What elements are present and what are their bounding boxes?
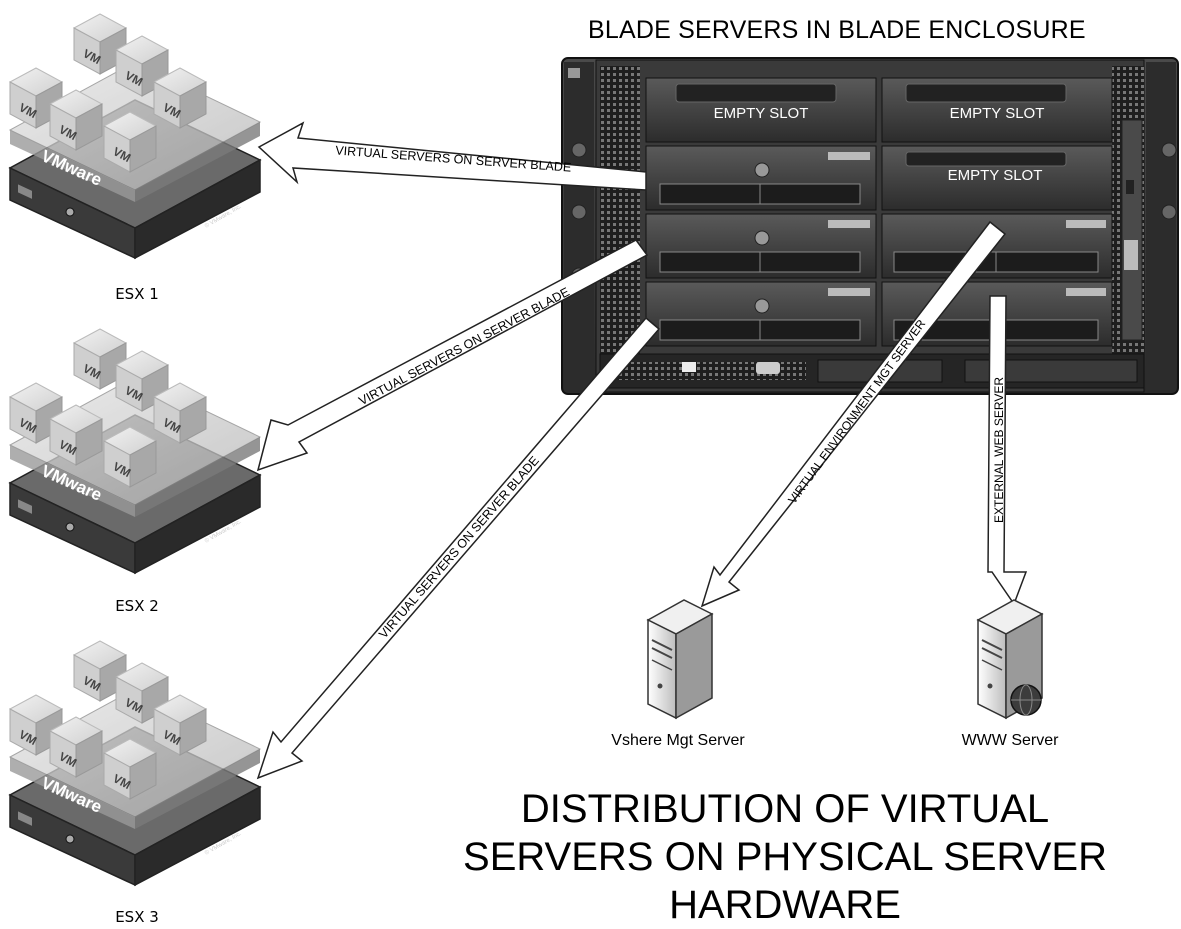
server-base-right [134,785,261,887]
server-blade-2 [645,213,877,279]
arrow-blade5-to-www-server: EXTERNAL WEB SERVER [987,295,1028,606]
server-blade-1 [645,145,877,211]
power-button-icon [65,522,75,532]
dvd-drive-icon [1124,240,1138,270]
web-server-icon [976,599,1044,720]
vm-cube: VM [8,67,64,129]
vmware-platform-right [135,122,260,202]
tower-server-icon [646,599,714,720]
arrow-label: VIRTUAL SERVERS ON SERVER BLADE [356,285,571,408]
enclosure-title: BLADE SERVERS IN BLADE ENCLOSURE [588,16,1086,44]
vmware-platform-right [135,749,260,829]
vm-cube: VM [114,350,170,412]
vm-cube: VM [48,716,104,778]
server-blade-3 [645,281,877,347]
drive-bay-icon [18,811,32,826]
vm-cube: VM [102,738,158,800]
www-server-label: WWW Server [961,732,1059,749]
slot-label: EMPTY SLOT [948,167,1043,184]
esx-2-label: ESX 2 [115,597,159,615]
slot-label: EMPTY SLOT [950,105,1045,122]
empty-slot-top-right: EMPTY SLOT [881,77,1113,143]
vm-cube: VM [114,35,170,97]
server-base-right [134,158,261,260]
mgt-server-label: Vshere Mgt Server [611,732,745,749]
vm-cube: VM [152,694,208,756]
vmware-platform-left [10,130,135,202]
globe-icon [1010,684,1042,716]
vmware-platform-left [10,445,135,517]
esx-1-label: ESX 1 [115,285,159,303]
arrow-label: VIRTUAL SERVERS ON SERVER BLADE [376,454,542,642]
server-blade-4 [881,213,1113,279]
empty-slot-top-left: EMPTY SLOT [645,77,877,143]
vm-cube: VM [102,111,158,173]
vm-cube: VM [48,404,104,466]
arrow-label: EXTERNAL WEB SERVER [992,377,1006,523]
empty-slot-row2-right: EMPTY SLOT [881,145,1113,211]
drive-bay-icon [18,499,32,514]
power-button-icon [65,834,75,844]
vmware-platform-right [135,437,260,517]
slot-label: EMPTY SLOT [714,105,809,122]
vm-cube: VM [152,67,208,129]
esx-3-label: ESX 3 [115,908,159,926]
server-base-right [134,473,261,575]
hp-logo-icon [568,68,580,78]
vm-cube: VM [102,426,158,488]
arrow-blade3-to-esx3: VIRTUAL SERVERS ON SERVER BLADE [256,316,661,780]
drive-bay-icon [18,184,32,199]
vmware-platform-left [10,757,135,829]
power-button-icon [65,207,75,217]
vm-cube: VM [48,89,104,151]
diagram-title: DISTRIBUTION OF VIRTUAL SERVERS ON PHYSI… [463,787,1107,927]
vm-cube: VM [152,382,208,444]
